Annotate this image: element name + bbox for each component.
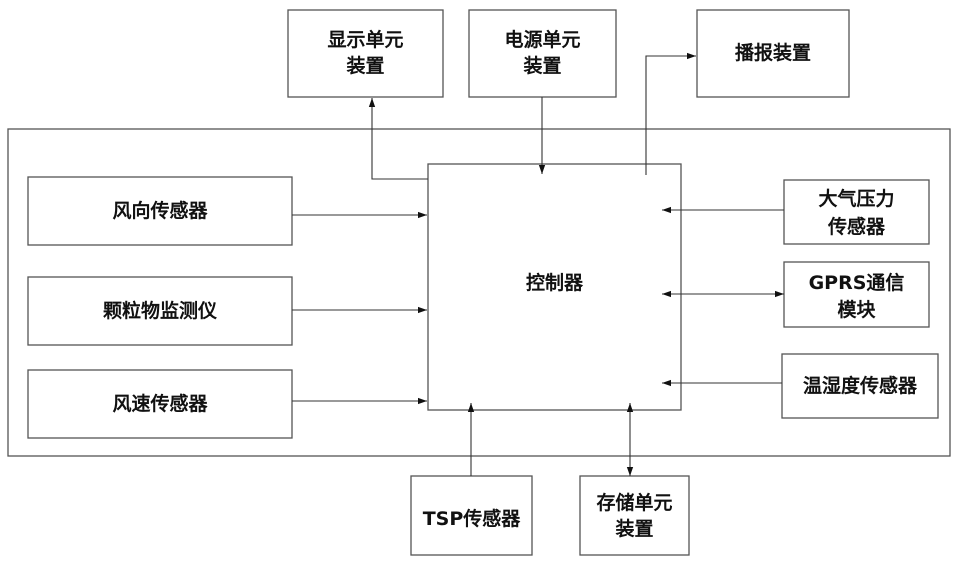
temp-humidity-node: 温湿度传感器	[782, 354, 938, 418]
power-unit-node: 电源单元 装置	[469, 10, 616, 97]
controller-to-display-arrow	[372, 98, 428, 179]
controller-node: 控制器	[428, 164, 681, 410]
pressure-sensor-label-line-2: 传感器	[827, 215, 886, 238]
storage-unit-node: 存储单元 装置	[580, 476, 689, 555]
controller-to-broadcast-arrow	[646, 56, 696, 175]
power-unit-label-line-1: 电源单元	[504, 28, 580, 51]
storage-unit-label-line-2: 装置	[614, 517, 653, 540]
storage-unit-label-line-1: 存储单元	[596, 491, 672, 514]
particulate-monitor-node: 颗粒物监测仪	[28, 277, 292, 345]
particulate-monitor-label: 颗粒物监测仪	[103, 299, 218, 322]
tsp-sensor-node: TSP传感器	[411, 476, 532, 555]
wind-speed-node: 风速传感器	[28, 370, 292, 438]
wind-direction-node: 风向传感器	[28, 177, 292, 245]
pressure-sensor-node: 大气压力 传感器	[784, 180, 929, 244]
power-unit-label-line-2: 装置	[522, 54, 561, 77]
controller-label: 控制器	[526, 271, 584, 294]
tsp-sensor-label: TSP传感器	[423, 507, 522, 530]
gprs-module-node: GPRS通信 模块	[784, 262, 929, 327]
gprs-module-label-line-2: 模块	[837, 298, 876, 321]
wind-direction-label: 风向传感器	[112, 199, 208, 222]
display-unit-label-line-1: 显示单元	[327, 28, 403, 51]
temp-humidity-label: 温湿度传感器	[803, 374, 918, 397]
pressure-sensor-label-line-1: 大气压力	[818, 187, 894, 210]
broadcast-label: 播报装置	[735, 41, 811, 64]
display-unit-node: 显示单元 装置	[288, 10, 443, 97]
gprs-module-label-line-1: GPRS通信	[809, 271, 905, 294]
broadcast-node: 播报装置	[697, 10, 849, 97]
wind-speed-label: 风速传感器	[112, 392, 208, 415]
display-unit-label-line-2: 装置	[345, 54, 384, 77]
